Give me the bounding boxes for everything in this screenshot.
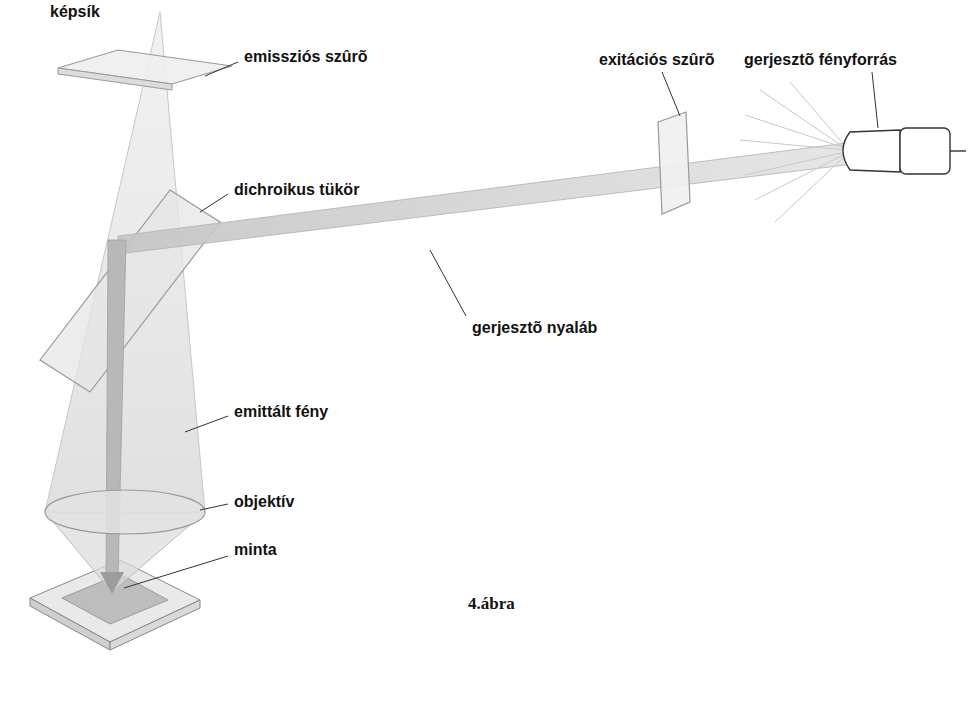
excitation-beam [118, 140, 870, 254]
emission-filter [58, 50, 232, 84]
part-label: minta [232, 540, 279, 559]
part-label: gerjesztõ fényforrás [742, 50, 899, 69]
part-label: objektív [232, 492, 296, 511]
part-label: emittált fény [232, 402, 330, 421]
objective-lens [45, 490, 205, 534]
excitation-filter [658, 112, 690, 214]
part-label: exitációs szûrõ [597, 50, 717, 69]
part-label: gerjesztõ nyaláb [470, 318, 599, 337]
part-label: dichroikus tükör [232, 180, 361, 199]
figure-caption: 4.ábra [466, 594, 517, 614]
light-rays [740, 82, 845, 222]
dichroic-mirror [40, 190, 220, 392]
part-label: emissziós szûrõ [242, 47, 370, 66]
beam-arrowhead [100, 572, 124, 594]
leader-lines [124, 62, 878, 588]
image-plane-label: képsík [48, 2, 102, 21]
lamp [843, 128, 966, 174]
